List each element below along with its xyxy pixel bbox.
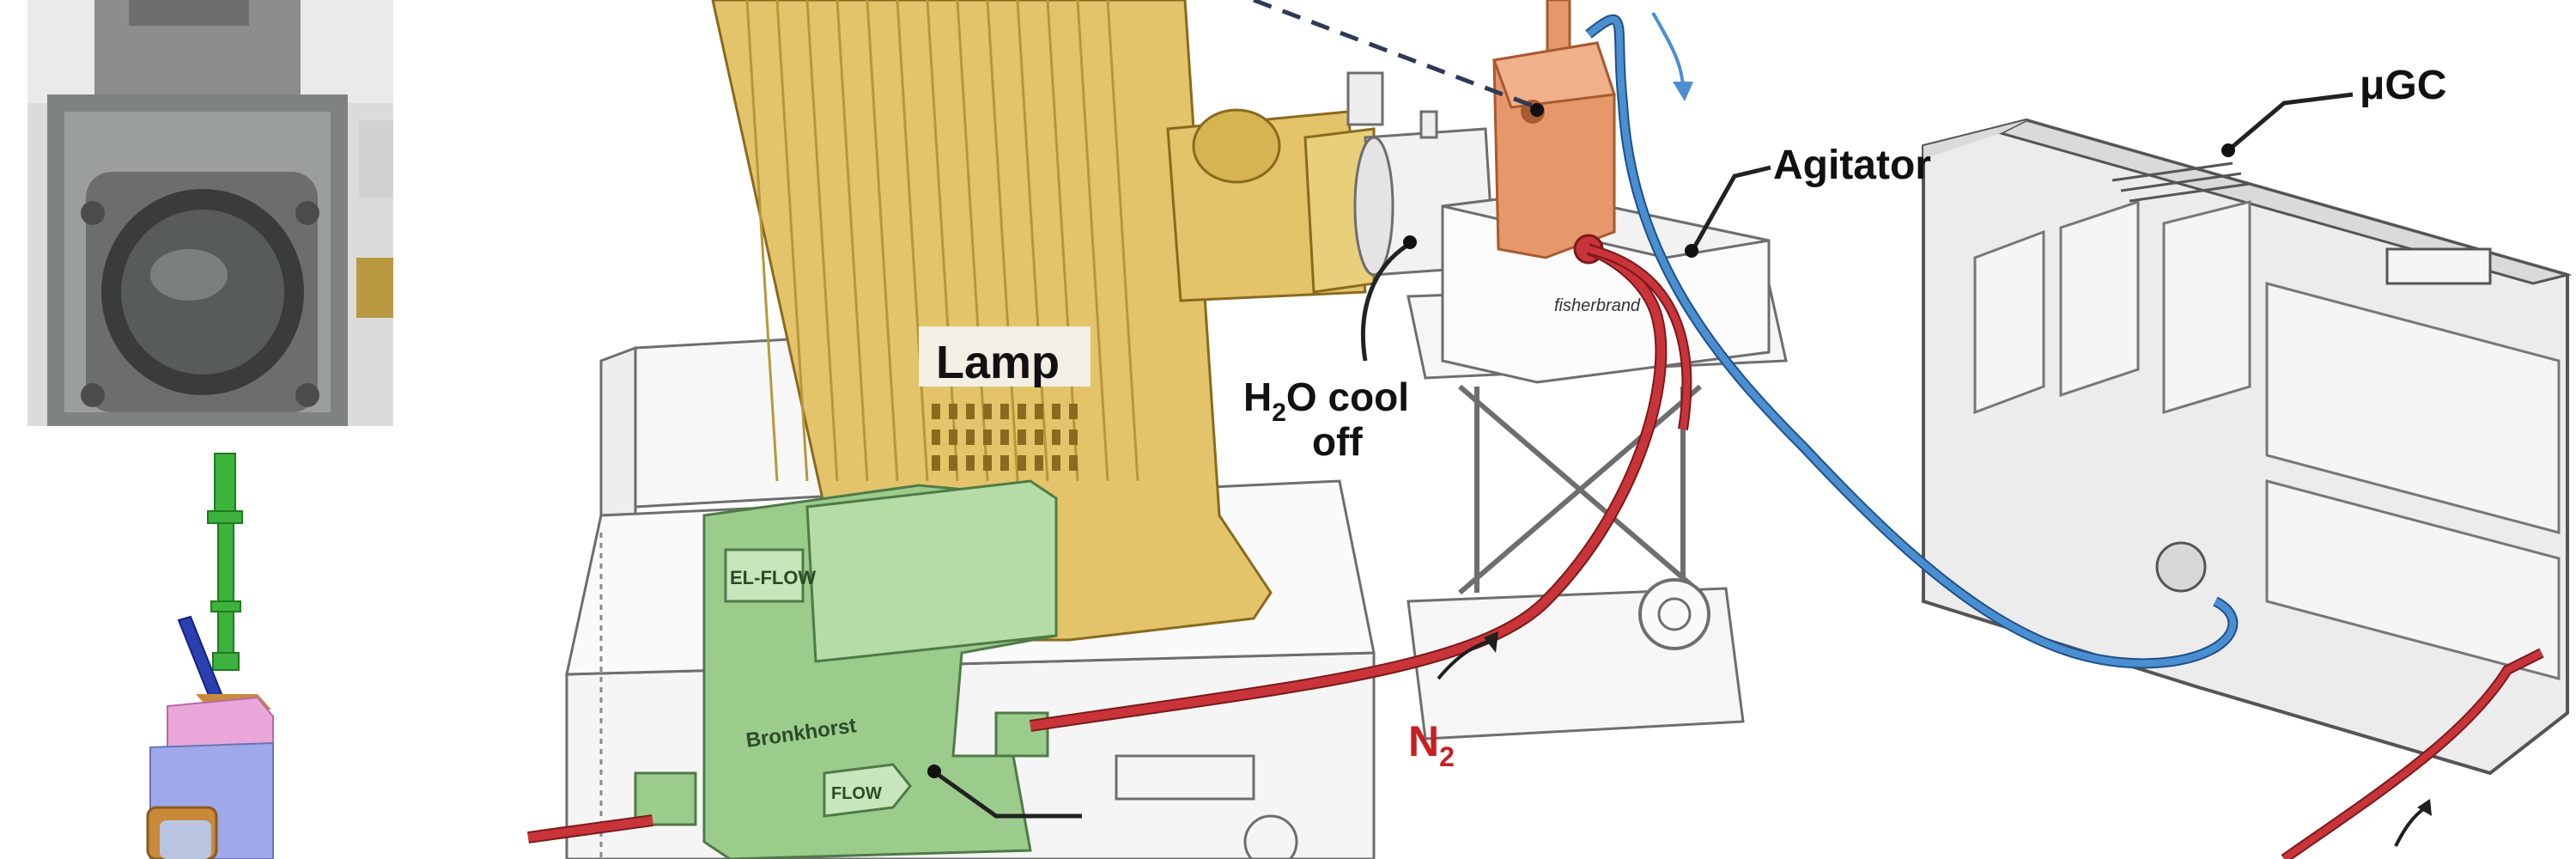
n2-label: N2 (1408, 717, 1455, 772)
leader-lines (927, 0, 2354, 819)
agitator-leader (1691, 165, 1771, 251)
reactor-photo-inset (27, 0, 393, 426)
flow-arrow-text: FLOW (831, 784, 882, 803)
agitator-brand-text: fisherbrand (1554, 296, 1641, 315)
micro-gc-instrument (1922, 118, 2573, 776)
svg-text:H2O cool: H2O cool (1243, 375, 1409, 427)
svg-text:N2: N2 (1408, 717, 1455, 772)
n2-n: N (1408, 717, 1439, 765)
off-label: off (1312, 419, 1363, 464)
h2o-sub: 2 (1272, 399, 1286, 427)
coolant-line (1585, 14, 2239, 669)
coolant-flow-arrow (1651, 12, 1685, 91)
n2-sub: 2 (1439, 741, 1455, 772)
flow-meter: EL-FLOW Bronkhorst FLOW (634, 479, 1058, 859)
ugc-label: μGC (2360, 63, 2446, 108)
reactor-cell (1492, 0, 1617, 265)
n2-gas-line (527, 243, 2544, 859)
h2o-h: H (1243, 375, 1272, 419)
lamp-vent-grid (932, 404, 1078, 471)
lamp: Lamp (711, 0, 1376, 642)
h2o-cool-off-label: H2O cool off (1243, 375, 1409, 464)
lamp-label: Lamp (936, 337, 1060, 388)
flow-meter-model-text: EL-FLOW (730, 567, 816, 588)
h2o-leader (1360, 242, 1410, 362)
ugc-leader (2227, 92, 2354, 152)
reactor-dashed-pointer (1253, 0, 1538, 110)
outlet-flow-arrow (2394, 806, 2427, 847)
reactor-cad-model (146, 453, 274, 859)
flow-direction-arrows (1437, 12, 2432, 847)
flow-meter-leader (934, 771, 1082, 819)
h2o-rest: O cool (1286, 375, 1409, 419)
agitator-label: Agitator (1773, 143, 1931, 188)
